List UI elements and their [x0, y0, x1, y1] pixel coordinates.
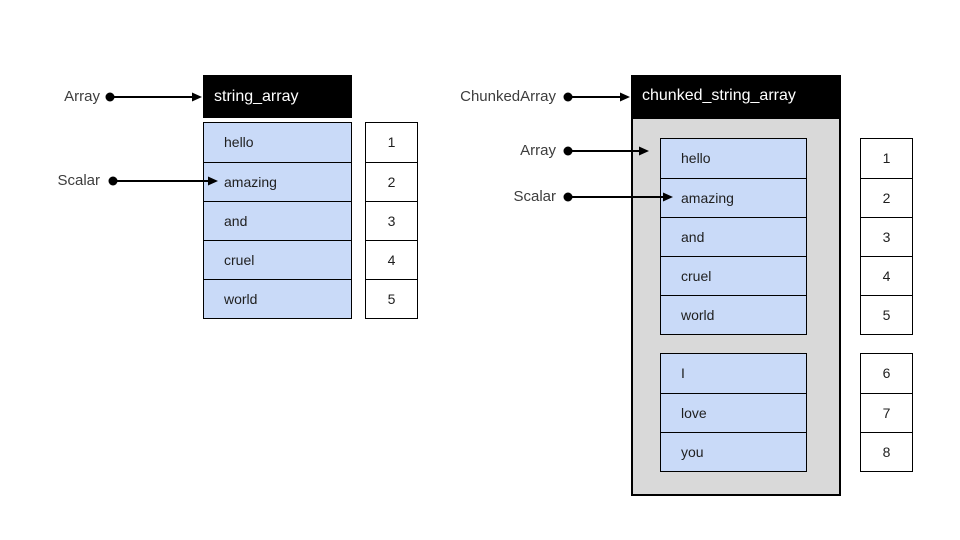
scalar-pointer-label: Scalar: [513, 188, 556, 205]
array-cell: cruel: [204, 240, 351, 279]
string-array-header-label: string_array: [214, 87, 299, 105]
array-cell: amazing: [661, 178, 806, 217]
chunked-string-array-header: chunked_string_array: [631, 75, 841, 117]
chunked-array-pointer-label: ChunkedArray: [460, 88, 556, 105]
index-cell: 8: [861, 432, 912, 471]
array-pointer-label: Array: [520, 142, 556, 159]
index-cell: 5: [366, 279, 417, 318]
array-cell: cruel: [661, 256, 806, 295]
array-pointer-label: Array: [64, 88, 100, 105]
index-cell: 4: [366, 240, 417, 279]
chunk-2-cells: I love you: [660, 353, 807, 472]
index-cell: 3: [366, 201, 417, 240]
string-array-indices: 1 2 3 4 5: [365, 122, 418, 319]
index-cell: 1: [366, 123, 417, 162]
array-cell: and: [204, 201, 351, 240]
array-cell: I: [661, 354, 806, 393]
string-array-cells: hello amazing and cruel world: [203, 122, 352, 319]
string-array-diagram: Array Scalar string_array hello amazing …: [0, 0, 460, 340]
array-cell: amazing: [204, 162, 351, 201]
chunk-1-cells: hello amazing and cruel world: [660, 138, 807, 335]
index-cell: 4: [861, 256, 912, 295]
index-cell: 6: [861, 354, 912, 393]
index-cell: 2: [861, 178, 912, 217]
chunk-1-indices: 1 2 3 4 5: [860, 138, 913, 335]
array-cell: hello: [661, 139, 806, 178]
index-cell: 7: [861, 393, 912, 432]
array-cell: and: [661, 217, 806, 256]
index-cell: 2: [366, 162, 417, 201]
array-cell: world: [661, 295, 806, 334]
index-cell: 1: [861, 139, 912, 178]
index-cell: 3: [861, 217, 912, 256]
chunked-string-array-header-label: chunked_string_array: [642, 87, 796, 104]
scalar-pointer-label: Scalar: [57, 172, 100, 189]
array-cell: you: [661, 432, 806, 471]
index-cell: 5: [861, 295, 912, 334]
string-array-header: string_array: [203, 75, 352, 118]
array-cell: love: [661, 393, 806, 432]
array-cell: world: [204, 279, 351, 318]
array-cell: hello: [204, 123, 351, 162]
chunk-2-indices: 6 7 8: [860, 353, 913, 472]
